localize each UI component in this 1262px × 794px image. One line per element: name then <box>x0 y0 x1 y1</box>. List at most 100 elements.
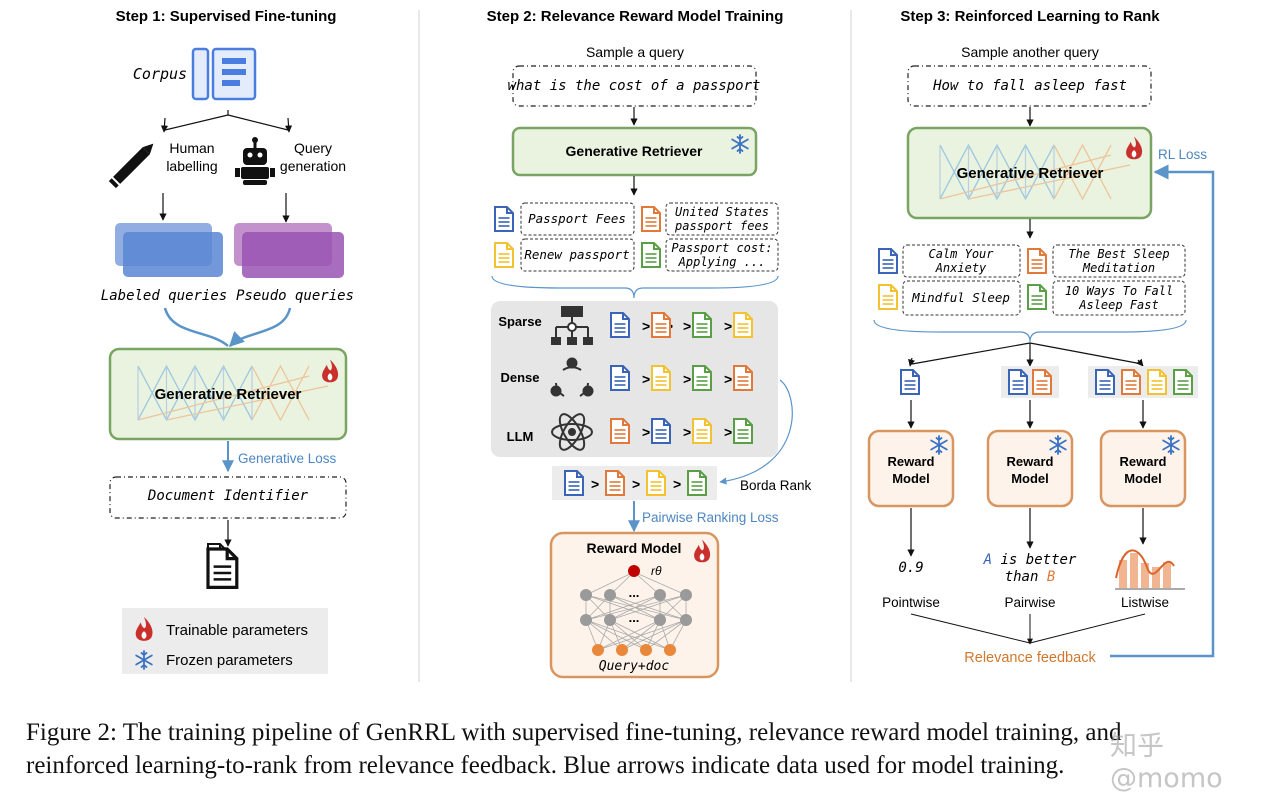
step2-doc-2b: passport fees <box>674 219 769 233</box>
step3-doc-1b: Anxiety <box>935 261 987 275</box>
step2-doc-4b: Applying ... <box>678 255 766 269</box>
caption-line-2: reinforced learning-to-rank from relevan… <box>26 752 1065 779</box>
step2-retriever-label: Generative Retriever <box>566 143 704 159</box>
final-document-icon <box>206 547 239 590</box>
svg-text:Model: Model <box>1124 471 1162 486</box>
human-label-1: Human <box>169 140 214 156</box>
step3-split <box>911 342 1143 365</box>
ellipsis-1: ... <box>629 585 640 600</box>
svg-text:>: > <box>683 318 691 334</box>
ranker-sparse: Sparse <box>498 314 541 329</box>
relevance-feedback-label: Relevance feedback <box>964 650 1096 666</box>
svg-text:>: > <box>724 318 732 334</box>
human-label-2: labelling <box>166 158 217 174</box>
ellipsis-2: ... <box>629 610 640 625</box>
step1-retriever-label: Generative Retriever <box>155 386 302 403</box>
labeled-queries-label: Labeled queries <box>101 288 227 304</box>
pairwise-result-1: A is better <box>983 552 1077 568</box>
step3-doc-2b: Meditation <box>1082 261 1155 275</box>
legend-frozen: Frozen parameters <box>166 652 293 669</box>
svg-text:>: > <box>642 371 650 387</box>
step2-doc-3: Renew passport <box>524 247 629 262</box>
svg-text:>: > <box>683 371 691 387</box>
step3-query-box <box>907 65 1152 107</box>
reward-output-node <box>628 565 640 577</box>
step3-brace <box>873 319 1187 343</box>
ranker-dense: Dense <box>500 370 539 385</box>
rankers-panel <box>491 301 778 457</box>
corpus-icon <box>191 47 257 101</box>
reward-input-nodes <box>592 644 676 656</box>
step3-query: How to fall asleep fast <box>932 78 1127 94</box>
step3-doc-4b: Asleep Fast <box>1078 298 1158 312</box>
corpus-split <box>164 110 289 131</box>
querygen-label-1: Query <box>294 140 332 156</box>
querygen-label-2: generation <box>280 158 346 174</box>
borda-label: Borda Rank <box>740 478 812 493</box>
pointwise-score: 0.9 <box>898 560 923 576</box>
svg-text:>: > <box>673 476 681 492</box>
rl-loss-label: RL Loss <box>1158 147 1207 162</box>
pseudo-queries-label: Pseudo queries <box>236 288 354 304</box>
svg-text:Reward: Reward <box>888 454 935 469</box>
step2-brace <box>491 275 779 299</box>
rl-feedback-loop <box>1110 164 1215 658</box>
svg-text:>: > <box>642 424 650 440</box>
svg-text:Model: Model <box>892 471 930 486</box>
step3-title: Step 3: Reinforced Learning to Rank <box>900 8 1160 25</box>
caption-line-1: Figure 2: The training pipeline of GenRR… <box>26 719 1122 746</box>
borda-arrow <box>719 379 793 485</box>
sparse-icon <box>551 306 593 345</box>
step3-doc-4a: 10 Ways To Fall <box>1065 284 1173 298</box>
svg-text:>: > <box>683 424 691 440</box>
dense-ranking: > > > <box>610 365 753 391</box>
sparse-ranking: > > > > <box>610 312 753 338</box>
llm-ranking: > > > <box>610 418 753 444</box>
corpus-label: Corpus <box>133 65 187 83</box>
reward-model-box <box>549 531 720 679</box>
step3-doc-2a: The Best Sleep <box>1068 247 1169 261</box>
step2-doc-2a: United States <box>675 205 769 219</box>
figure-caption: Figure 2: The training pipeline of GenRR… <box>26 716 1251 782</box>
reward-model-pairwise: Reward Model <box>986 429 1074 508</box>
reward-nn <box>585 571 687 651</box>
step2-doc-4a: Passport cost: <box>671 241 772 255</box>
pointwise-docs <box>900 369 920 395</box>
svg-text:Reward: Reward <box>1120 454 1167 469</box>
mode-pairwise: Pairwise <box>1004 595 1055 610</box>
doc-id-box <box>109 476 347 519</box>
step3-doc-3: Mindful Sleep <box>911 290 1010 305</box>
step3-doc-1a: Calm Your <box>928 247 994 261</box>
labeled-queries-stack <box>115 223 223 277</box>
step2-title: Step 2: Relevance Reward Model Training <box>487 8 784 25</box>
legend-box <box>122 608 328 674</box>
borda-ranking: > > > <box>564 470 707 496</box>
svg-text:>: > <box>642 318 650 334</box>
step1-title: Step 1: Supervised Fine-tuning <box>116 8 337 25</box>
llm-atom-icon <box>551 413 593 451</box>
pencil-icon <box>108 143 154 189</box>
svg-text:>: > <box>724 371 732 387</box>
step2-query-box <box>512 65 757 107</box>
arrow-querygen <box>284 117 293 133</box>
step3-retriever-label: Generative Retriever <box>957 165 1104 182</box>
mode-pointwise: Pointwise <box>882 595 940 610</box>
reward-input-label: Query+doc <box>599 659 670 674</box>
step2-sample-label: Sample a query <box>586 44 684 60</box>
step2-doc-list: Passport Fees United States passport fee… <box>494 202 779 272</box>
merge-left <box>163 307 229 347</box>
svg-text:>: > <box>591 476 599 492</box>
step3-doc-list: Calm Your Anxiety The Best Sleep Meditat… <box>878 244 1186 316</box>
svg-text:Reward: Reward <box>1007 454 1054 469</box>
robot-icon <box>235 137 275 185</box>
feedback-merge <box>910 613 1146 644</box>
merge-right <box>228 307 292 348</box>
step3-sample-label: Sample another query <box>961 44 1099 60</box>
pairwise-loss-label: Pairwise Ranking Loss <box>642 510 779 525</box>
doc-id-label: Document Identifier <box>147 488 309 504</box>
generative-loss-label: Generative Loss <box>238 451 337 466</box>
pseudo-queries-stack <box>234 223 344 278</box>
listwise-histogram <box>1115 549 1185 590</box>
mode-listwise: Listwise <box>1121 595 1169 610</box>
